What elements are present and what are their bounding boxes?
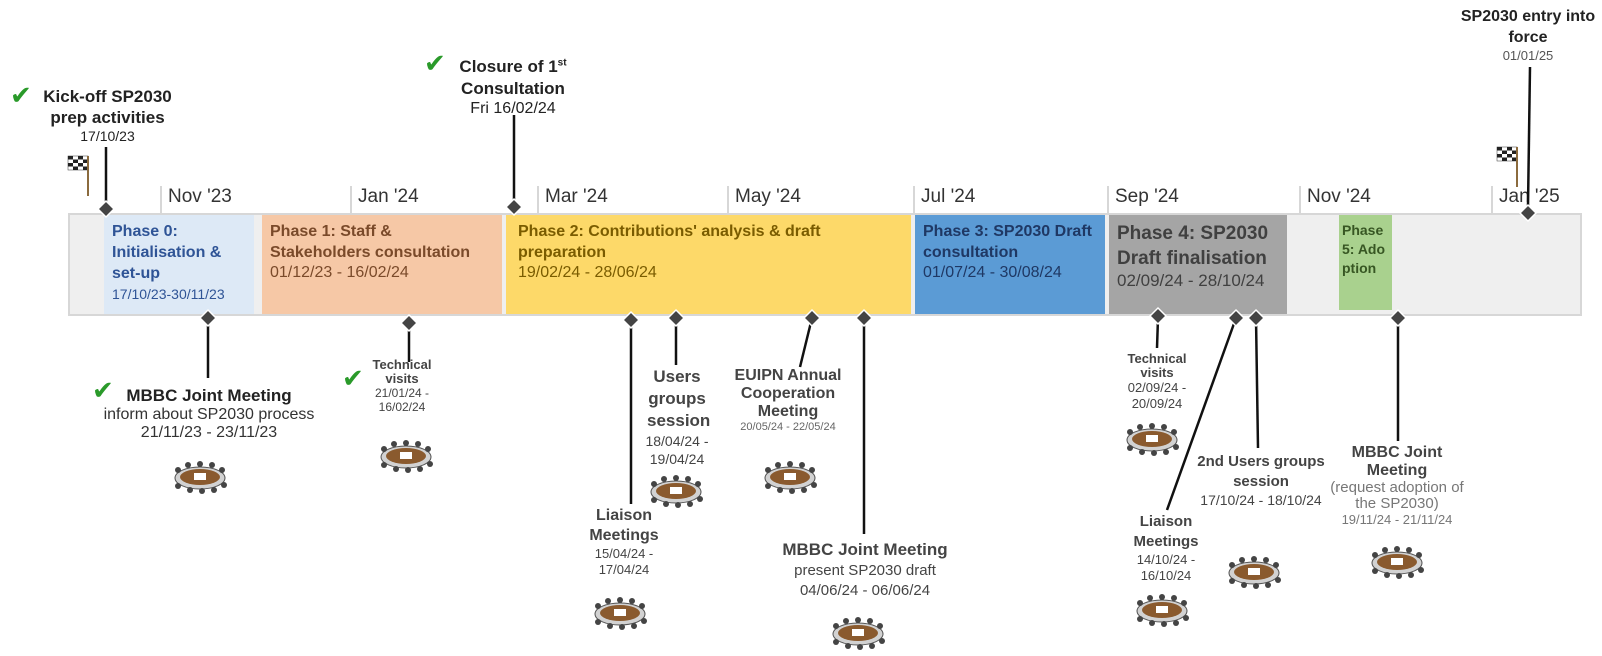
event-dates: 21/01/24 - 16/02/24	[374, 386, 430, 414]
check-icon: ✔	[424, 48, 446, 78]
milestone-kickoff: Kick-off SP2030 prep activities 17/10/23	[30, 86, 185, 144]
month-label: Jan '24	[358, 186, 419, 207]
event-liaison-1: Liaison Meetings 15/04/24 - 17/04/24	[584, 506, 664, 578]
month-tick	[1491, 186, 1493, 213]
event-subtitle: present SP2030 draft	[794, 562, 936, 579]
phase-0: Phase 0: Initialisation & set-up 17/10/2…	[104, 215, 254, 314]
event-liaison-2: Liaison Meetings 14/10/24 - 16/10/24	[1126, 512, 1206, 584]
event-title: MBBC Joint Meeting	[126, 386, 292, 405]
check-icon: ✔	[10, 80, 32, 110]
month-tick	[727, 186, 729, 213]
month-tick	[1107, 186, 1109, 213]
month-tick	[1299, 186, 1301, 213]
diamonds	[97, 198, 1537, 332]
phase-title: Phase 2: Contributions' analysis & draft…	[518, 223, 821, 261]
month-label: May '24	[735, 186, 801, 207]
month-label: Nov '24	[1307, 186, 1371, 207]
event-title: 2nd Users groups session	[1197, 453, 1325, 490]
milestone-date: 01/01/25	[1502, 48, 1554, 63]
milestone-title: SP2030 entry into force	[1460, 8, 1596, 46]
phase-dates: 19/02/24 - 28/06/24	[518, 264, 657, 281]
event-dates: 18/04/24 - 19/04/24	[645, 433, 709, 467]
event-dates: 20/05/24 - 22/05/24	[740, 421, 836, 433]
milestone-date: 17/10/23	[80, 128, 135, 144]
phase-dates: 01/12/23 - 16/02/24	[270, 264, 409, 281]
event-technical-visits-2: Technical visits 02/09/24 - 20/09/24	[1112, 352, 1202, 412]
event-title: Technical visits	[372, 357, 432, 386]
phase-title: Phase 4: SP2030 Draft finalisation	[1117, 223, 1269, 269]
milestone-title: Kick-off SP2030 prep activities	[43, 87, 172, 127]
event-dates: 15/04/24 - 17/04/24	[594, 546, 654, 577]
month-tick	[537, 186, 539, 213]
event-mbbc-2: MBBC Joint Meeting present SP2030 draft …	[760, 539, 970, 601]
event-title: Liaison Meetings	[1133, 513, 1199, 550]
event-users-groups: Users groups session 18/04/24 - 19/04/24	[632, 366, 722, 468]
phase-title: Phase 1: Staff & Stakeholders consultati…	[270, 223, 471, 261]
phase-1: Phase 1: Staff & Stakeholders consultati…	[262, 215, 502, 314]
event-subtitle: (request adoption of the SP2030)	[1330, 479, 1464, 512]
event-title: Technical visits	[1127, 351, 1187, 380]
month-label: Jul '24	[921, 186, 976, 207]
connector-lines	[104, 66, 1532, 534]
event-2nd-users-groups: 2nd Users groups session 17/10/24 - 18/1…	[1196, 452, 1326, 509]
event-dates: 14/10/24 - 16/10/24	[1136, 552, 1196, 583]
event-mbbc-3: MBBC Joint Meeting (request adoption of …	[1322, 444, 1472, 528]
phase-dates: 02/09/24 - 28/10/24	[1117, 271, 1265, 290]
check-icon: ✔	[92, 375, 114, 405]
month-label: Nov '23	[168, 186, 232, 207]
phase-dates: 01/07/24 - 30/08/24	[923, 264, 1062, 281]
month-label: Sep '24	[1115, 186, 1179, 207]
event-dates: 19/11/24 - 21/11/24	[1341, 512, 1453, 527]
milestone-date: Fri 16/02/24	[470, 99, 556, 117]
month-tick	[350, 186, 352, 213]
event-title: Liaison Meetings	[589, 507, 659, 544]
month-tick	[160, 186, 162, 213]
month-label: Mar '24	[545, 186, 608, 207]
phase-title: Phase 0: Initialisation & set-up	[112, 223, 222, 282]
flag-icons	[67, 146, 1519, 197]
phase-dates: 17/10/23-30/11/23	[112, 286, 225, 302]
milestone-entry-into-force: SP2030 entry into force 01/01/25	[1458, 6, 1598, 63]
event-title: EUIPN Annual Cooperation Meeting	[734, 367, 842, 420]
event-title: MBBC Joint Meeting	[1351, 444, 1443, 479]
event-mbbc-1: MBBC Joint Meeting inform about SP2030 p…	[84, 386, 334, 442]
event-subtitle: inform about SP2030 process	[103, 406, 315, 423]
phase-3: Phase 3: SP2030 Draft consultation 01/07…	[915, 215, 1105, 314]
event-dates: 02/09/24 - 20/09/24	[1127, 380, 1187, 411]
month-tick	[913, 186, 915, 213]
phase-title: Phase 3: SP2030 Draft consultation	[923, 223, 1092, 261]
phase-2: Phase 2: Contributions' analysis & draft…	[506, 215, 911, 314]
event-title: Users groups session	[647, 367, 711, 430]
event-technical-visits-1: Technical visits 21/01/24 - 16/02/24	[362, 357, 442, 415]
check-icon: ✔	[342, 363, 364, 393]
event-euipn: EUIPN Annual Cooperation Meeting 20/05/2…	[728, 367, 848, 433]
event-title: MBBC Joint Meeting	[782, 540, 948, 559]
phase-title: Phase 5: Adoption	[1342, 222, 1386, 276]
phase-4: Phase 4: SP2030 Draft finalisation 02/09…	[1109, 215, 1287, 314]
event-dates: 17/10/24 - 18/10/24	[1200, 492, 1322, 508]
event-dates: 21/11/23 - 23/11/23	[140, 424, 278, 441]
phase-5: Phase 5: Adoption	[1339, 215, 1392, 310]
event-dates: 04/06/24 - 06/06/24	[799, 582, 931, 599]
